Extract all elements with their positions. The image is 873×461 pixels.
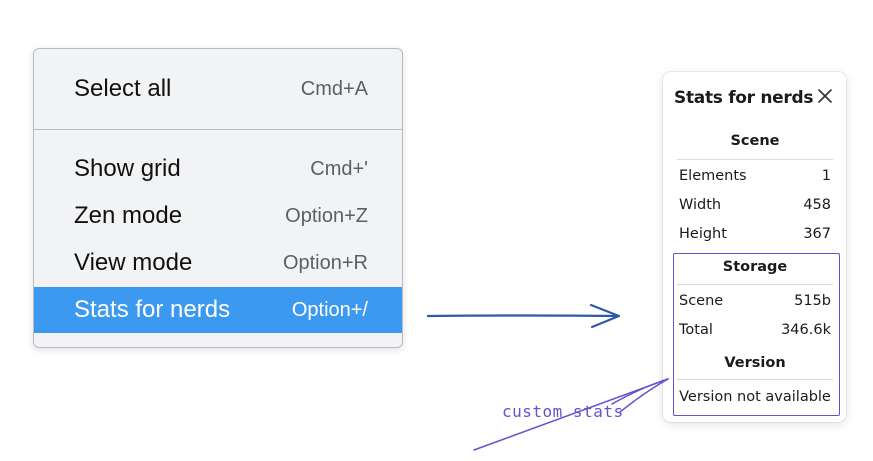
- annotation-label: custom stats: [502, 402, 624, 421]
- menu-item-show-grid[interactable]: Show grid Cmd+': [34, 146, 402, 192]
- menu-item-label: Stats for nerds: [74, 296, 231, 323]
- menu-item-view-mode[interactable]: View mode Option+R: [34, 240, 402, 286]
- arrow-icon: [426, 303, 621, 329]
- stat-label: Elements: [679, 168, 747, 184]
- menu-item-shortcut: Option+Z: [285, 204, 368, 227]
- menu-item-label: Select all: [74, 75, 172, 102]
- stat-label: Total: [679, 322, 713, 338]
- menu-item-select-all[interactable]: Select all Cmd+A: [34, 66, 402, 112]
- menu-item-label: Show grid: [74, 155, 181, 182]
- annotation-arrow-icon: [473, 378, 669, 451]
- context-menu: Select all Cmd+A Show grid Cmd+' Zen mod…: [33, 48, 403, 348]
- stat-value: 346.6k: [781, 322, 831, 338]
- menu-item-shortcut: Cmd+': [310, 157, 368, 180]
- stat-row-total-size: Total 346.6k: [679, 322, 831, 338]
- stat-row-scene-size: Scene 515b: [679, 293, 831, 309]
- stat-row-height: Height 367: [679, 226, 831, 242]
- menu-item-shortcut: Option+/: [291, 298, 368, 321]
- section-heading-scene: Scene: [730, 133, 780, 149]
- panel-title: Stats for nerds: [674, 88, 814, 108]
- menu-item-stats-for-nerds[interactable]: Stats for nerds Option+/: [34, 287, 402, 333]
- stat-value: 515b: [794, 293, 831, 309]
- menu-item-shortcut: Option+R: [282, 251, 368, 274]
- divider: [677, 284, 833, 285]
- menu-item-label: Zen mode: [74, 202, 183, 229]
- stat-value: 367: [803, 226, 831, 242]
- stat-row-elements: Elements 1: [679, 168, 831, 184]
- divider: [677, 159, 833, 160]
- version-text: Version not available: [679, 389, 831, 405]
- stat-label: Scene: [679, 293, 724, 309]
- stat-value: 458: [803, 197, 831, 213]
- stat-label: Height: [679, 226, 727, 242]
- menu-item-zen-mode[interactable]: Zen mode Option+Z: [34, 193, 402, 239]
- menu-item-label: View mode: [74, 249, 193, 276]
- divider: [677, 379, 833, 380]
- menu-item-shortcut: Cmd+A: [300, 77, 368, 100]
- stat-value: 1: [821, 168, 831, 184]
- stat-row-width: Width 458: [679, 197, 831, 213]
- menu-separator: [34, 129, 402, 130]
- stat-label: Width: [679, 197, 722, 213]
- section-heading-storage: Storage: [722, 259, 788, 275]
- version-value: Version not available: [679, 389, 831, 405]
- section-heading-version: Version: [724, 355, 786, 371]
- custom-stats-highlight: [673, 253, 840, 416]
- stats-panel: Stats for nerds Scene Elements 1 Width 4…: [663, 72, 846, 422]
- close-icon[interactable]: [815, 86, 835, 106]
